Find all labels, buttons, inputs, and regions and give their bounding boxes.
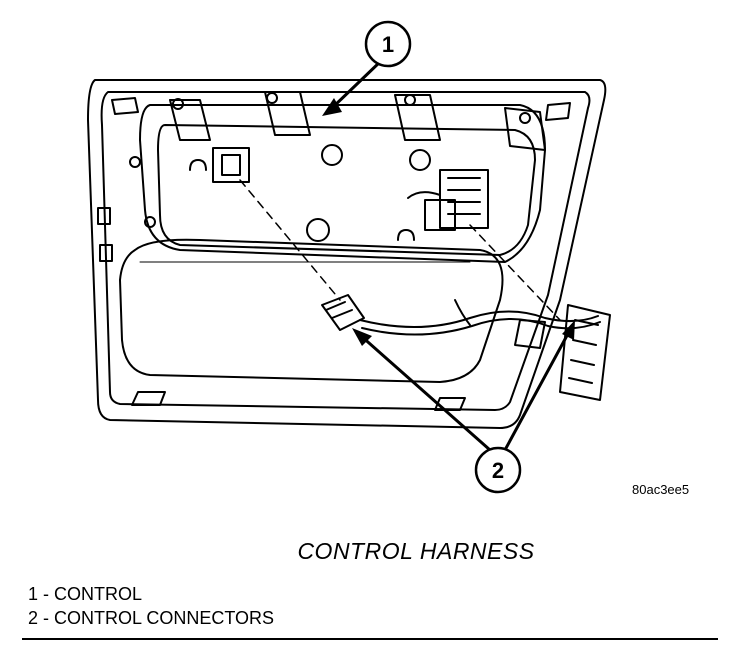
legend: 1 - CONTROL 2 - CONTROL CONNECTORS xyxy=(28,582,274,630)
control-body xyxy=(157,124,536,256)
trim-panel-inner-edge xyxy=(100,91,591,411)
legend-label: CONTROL CONNECTORS xyxy=(54,608,275,628)
callout-1-label: 1 xyxy=(382,32,394,57)
legend-label: CONTROL xyxy=(54,584,143,604)
legend-separator: - xyxy=(38,584,55,604)
callout-2-label: 2 xyxy=(492,458,504,483)
harness-connector-left xyxy=(321,294,365,331)
trim-panel-outline xyxy=(87,79,607,429)
storage-bin xyxy=(119,238,504,383)
legend-item-control-connectors: 2 - CONTROL CONNECTORS xyxy=(28,606,274,630)
figure-title: CONTROL HARNESS xyxy=(297,538,535,564)
legend-separator: - xyxy=(38,608,55,628)
harness-wire xyxy=(359,310,599,329)
bottom-rule xyxy=(22,638,718,640)
control-harness-illustration: 1 2 xyxy=(87,20,611,494)
legend-number: 1 xyxy=(28,584,39,604)
callout-1: 1 xyxy=(364,20,412,68)
legend-number: 2 xyxy=(28,608,39,628)
legend-item-control: 1 - CONTROL xyxy=(28,582,274,606)
harness-connector-right xyxy=(559,304,611,401)
figure-code: 80ac3ee5 xyxy=(632,482,690,497)
bezel-recess xyxy=(139,104,546,263)
callout-2: 2 xyxy=(474,446,522,494)
